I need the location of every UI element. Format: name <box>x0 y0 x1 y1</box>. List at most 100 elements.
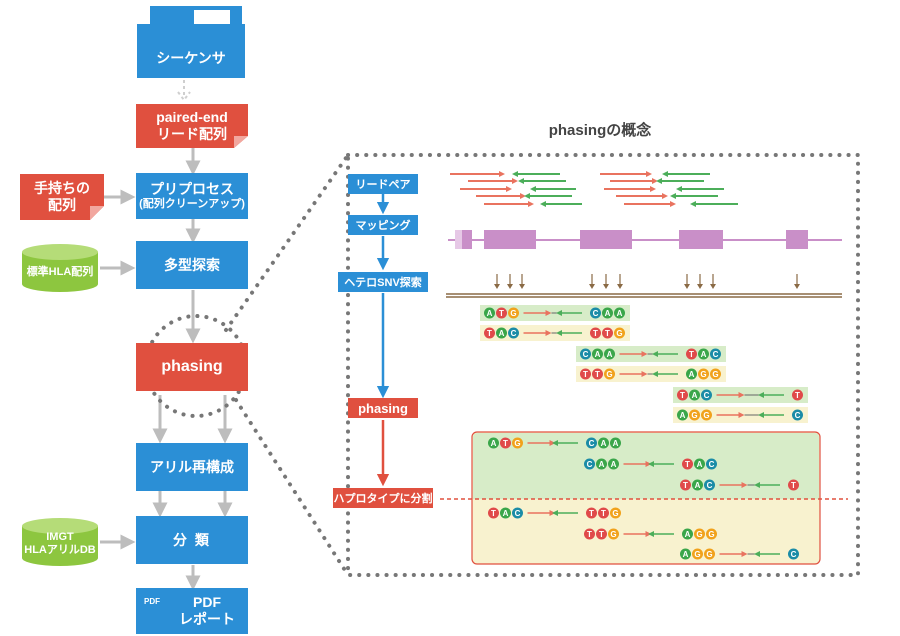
base-A-icon: A <box>596 458 607 470</box>
step-mapping-label: マッピング <box>355 220 411 232</box>
base-A-icon: A <box>698 348 709 360</box>
base-A-icon: A <box>488 437 499 449</box>
base-A-icon: A <box>484 307 495 319</box>
svg-text:A: A <box>601 439 607 448</box>
base-T-icon: T <box>500 437 511 449</box>
svg-text:A: A <box>491 439 497 448</box>
pdf-icon-label: PDF <box>144 597 160 606</box>
base-C-icon: C <box>706 458 717 470</box>
svg-text:G: G <box>691 411 697 420</box>
base-A-icon: A <box>496 327 507 339</box>
std-hla-db-cylinder <box>22 244 98 292</box>
svg-text:C: C <box>795 411 801 420</box>
reverse-read-arrow <box>518 178 566 184</box>
report-label-2: レポート <box>179 611 235 627</box>
svg-text:C: C <box>587 460 593 469</box>
base-C-icon: C <box>580 348 591 360</box>
base-G-icon: G <box>698 368 709 380</box>
svg-text:A: A <box>701 350 707 359</box>
exon-3 <box>484 230 536 249</box>
svg-text:A: A <box>595 350 601 359</box>
snv-marker <box>519 274 525 289</box>
forward-read-arrow <box>476 193 526 199</box>
base-G-icon: G <box>704 548 715 560</box>
svg-text:T: T <box>595 370 600 379</box>
snv-marker <box>697 274 703 289</box>
own-seq-label-1: 手持ちの <box>34 180 90 197</box>
step-read-pair: リードペア <box>348 174 418 194</box>
sequencer-box: シーケンサ <box>137 24 245 78</box>
reverse-read-arrow <box>540 201 582 207</box>
base-T-icon: T <box>598 507 609 519</box>
svg-text:C: C <box>707 481 713 490</box>
base-C-icon: C <box>584 458 595 470</box>
forward-read-arrow <box>610 178 658 184</box>
forward-read-arrow <box>616 193 668 199</box>
svg-text:G: G <box>616 329 622 338</box>
std-hla-label: 標準HLA配列 <box>26 266 94 279</box>
svg-text:A: A <box>611 460 617 469</box>
svg-text:G: G <box>612 509 618 518</box>
reverse-read-arrow <box>662 171 710 177</box>
base-T-icon: T <box>592 368 603 380</box>
base-A-icon: A <box>608 458 619 470</box>
svg-text:A: A <box>605 309 611 318</box>
base-T-icon: T <box>596 528 607 540</box>
base-C-icon: C <box>704 479 715 491</box>
base-A-icon: A <box>500 507 511 519</box>
snv-marker <box>603 274 609 289</box>
base-A-icon: A <box>680 548 691 560</box>
svg-text:A: A <box>499 329 505 338</box>
snv-markers <box>494 274 800 289</box>
base-T-icon: T <box>686 348 697 360</box>
base-A-icon: A <box>694 458 705 470</box>
svg-text:T: T <box>503 439 508 448</box>
base-T-icon: T <box>584 528 595 540</box>
base-A-icon: A <box>604 348 615 360</box>
phasing-box: phasing <box>136 343 248 391</box>
base-T-icon: T <box>682 458 693 470</box>
base-T-icon: T <box>680 479 691 491</box>
base-C-icon: C <box>590 307 601 319</box>
step-hetero-snv: ヘテロSNV探索 <box>338 272 428 292</box>
allele-reconstruct-box: アリル再構成 <box>136 443 248 491</box>
reverse-read-arrow <box>530 186 576 192</box>
base-T-icon: T <box>488 507 499 519</box>
svg-text:T: T <box>593 329 598 338</box>
base-G-icon: G <box>692 548 703 560</box>
own-seq-box: 手持ちの 配列 <box>20 174 104 220</box>
base-G-icon: G <box>710 368 721 380</box>
exon-6 <box>786 230 808 249</box>
svg-text:T: T <box>589 509 594 518</box>
svg-text:T: T <box>583 370 588 379</box>
svg-text:A: A <box>689 370 695 379</box>
svg-text:A: A <box>692 391 698 400</box>
imgt-db-cylinder <box>22 518 98 566</box>
exon-1 <box>455 230 462 249</box>
base-T-icon: T <box>496 307 507 319</box>
snv-marker <box>710 274 716 289</box>
step-haplotype-split: ハプロタイプに分割 <box>333 488 433 508</box>
svg-text:G: G <box>712 370 718 379</box>
svg-text:G: G <box>700 370 706 379</box>
svg-text:C: C <box>511 329 517 338</box>
base-A-icon: A <box>610 437 621 449</box>
svg-text:T: T <box>499 309 504 318</box>
base-C-icon: C <box>701 389 712 401</box>
own-sequence-document <box>20 174 104 220</box>
svg-text:T: T <box>689 350 694 359</box>
base-T-icon: T <box>792 389 803 401</box>
svg-text:A: A <box>607 350 613 359</box>
std-hla-box: 標準HLA配列 <box>22 258 98 288</box>
svg-text:A: A <box>695 481 701 490</box>
